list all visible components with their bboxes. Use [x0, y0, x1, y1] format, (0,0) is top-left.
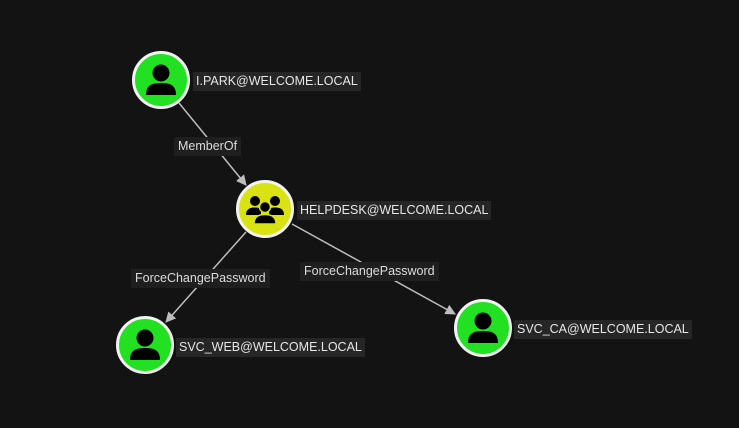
- user-icon: [130, 329, 160, 360]
- node-label-svcca[interactable]: SVC_CA@WELCOME.LOCAL: [514, 320, 692, 339]
- group-icon: [246, 196, 284, 225]
- edge-label-forcechangepassword-svcca[interactable]: ForceChangePassword: [300, 262, 439, 281]
- user-icon: [468, 312, 498, 343]
- node-user-svcca[interactable]: [454, 299, 512, 357]
- node-label-svcweb[interactable]: SVC_WEB@WELCOME.LOCAL: [176, 338, 365, 357]
- node-user-ipark[interactable]: [132, 51, 190, 109]
- edge-label-forcechangepassword-svcweb[interactable]: ForceChangePassword: [131, 269, 270, 288]
- node-group-helpdesk[interactable]: [236, 180, 294, 238]
- user-icon: [146, 64, 176, 95]
- edge-label-memberof[interactable]: MemberOf: [174, 137, 242, 156]
- node-label-ipark[interactable]: I.PARK@WELCOME.LOCAL: [193, 72, 361, 91]
- node-label-helpdesk[interactable]: HELPDESK@WELCOME.LOCAL: [297, 201, 492, 220]
- node-user-svcweb[interactable]: [116, 316, 174, 374]
